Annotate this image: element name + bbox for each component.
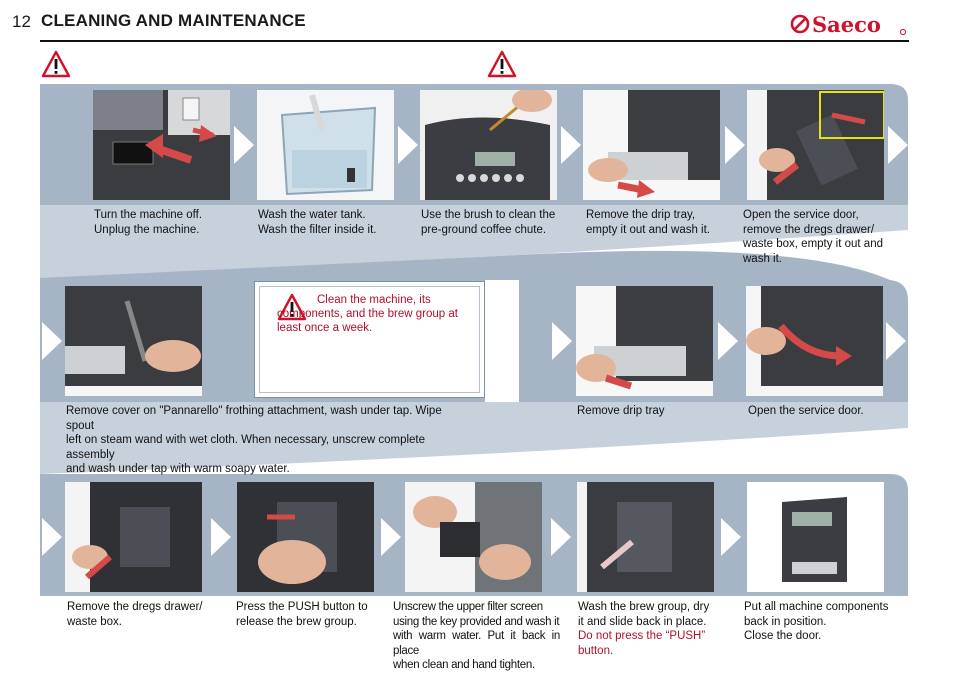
brand-logo: Saeco bbox=[790, 8, 910, 38]
chevron-right-icon bbox=[725, 126, 745, 164]
chevron-right-icon bbox=[381, 518, 401, 556]
chevron-right-icon bbox=[561, 126, 581, 164]
page-number: 12 bbox=[12, 12, 31, 31]
chevron-right-icon bbox=[42, 518, 62, 556]
chevron-right-icon bbox=[398, 126, 418, 164]
warning-triangle-icon bbox=[487, 50, 517, 78]
photo-filter-screen bbox=[405, 482, 542, 592]
step-caption: Remove cover on "Pannarello" frothing at… bbox=[66, 405, 442, 475]
photo-brush-chute bbox=[420, 90, 557, 200]
warning-triangle-icon bbox=[277, 293, 307, 321]
photo-pannarello bbox=[65, 286, 202, 396]
photo-complete-machine bbox=[747, 482, 884, 592]
step-caption: Turn the machine off.Unplug the machine. bbox=[94, 209, 203, 236]
chevron-right-icon bbox=[718, 322, 738, 360]
step-caption: Remove drip tray bbox=[577, 405, 665, 417]
photo-dregs-drawer bbox=[747, 90, 884, 200]
weekly-cleaning-note: Clean the machine, its components, and t… bbox=[277, 294, 458, 334]
chevron-right-icon bbox=[211, 518, 231, 556]
photo-water-tank bbox=[257, 90, 394, 200]
photo-unplug-machine bbox=[93, 90, 230, 200]
photo-push-button bbox=[237, 482, 374, 592]
step-caption: Open the service door,remove the dregs d… bbox=[743, 209, 883, 265]
photo-remove-drip-tray bbox=[576, 286, 713, 396]
saeco-logo-icon: Saeco bbox=[790, 12, 907, 37]
photo-drip-tray bbox=[583, 90, 720, 200]
chevron-right-icon bbox=[551, 518, 571, 556]
step-caption: Wash the water tank.Wash the filter insi… bbox=[258, 209, 377, 236]
step-caption: Open the service door. bbox=[748, 405, 864, 417]
section-title: CLEANING AND MAINTENANCE bbox=[41, 11, 306, 30]
warning-triangle-icon bbox=[41, 50, 71, 78]
photo-remove-dregs-drawer bbox=[65, 482, 202, 592]
svg-text:Saeco: Saeco bbox=[812, 12, 881, 37]
chevron-right-icon bbox=[886, 322, 906, 360]
step-caption: Remove the drip tray,empty it out and wa… bbox=[586, 209, 711, 236]
step-caption: Remove the dregs drawer/waste box. bbox=[67, 601, 203, 628]
photo-open-service-door bbox=[746, 286, 883, 396]
push-warning: Do not press the “PUSH” bbox=[578, 630, 706, 642]
chevron-right-icon bbox=[888, 126, 908, 164]
header-rule bbox=[40, 40, 909, 42]
photo-brew-group bbox=[577, 482, 714, 592]
chevron-right-icon bbox=[552, 322, 572, 360]
chevron-right-icon bbox=[42, 322, 62, 360]
chevron-right-icon bbox=[721, 518, 741, 556]
chevron-right-icon bbox=[234, 126, 254, 164]
